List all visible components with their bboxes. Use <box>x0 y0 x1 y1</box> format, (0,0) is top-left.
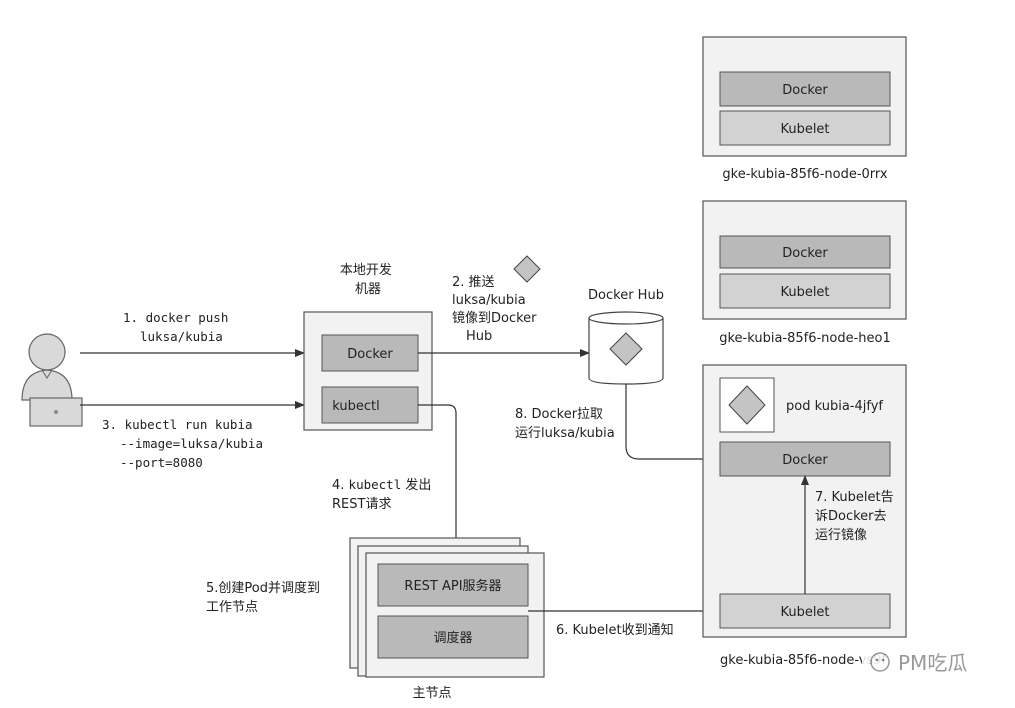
node-vs9f-docker-label: Docker <box>782 453 828 468</box>
node-vs9f-kubelet-box <box>719 593 891 629</box>
node-0rrx-box: Docker Kubelet <box>702 36 907 157</box>
node-vs9f-kubelet-label: Kubelet <box>780 605 829 620</box>
docker-hub-label: Docker Hub <box>588 288 664 303</box>
step7-label: 7. Kubelet告 诉Docker去 运行镜像 <box>815 490 898 543</box>
master-node-title: 主节点 <box>412 686 451 701</box>
dev-docker-label: Docker <box>347 347 393 362</box>
step8-label: 8. Docker拉取 运行luksa/kubia <box>515 407 615 441</box>
arrow-hub-to-docker <box>625 384 719 463</box>
step1-label: 1. docker push luksa/kubia <box>123 310 236 344</box>
rest-api-box <box>377 563 529 607</box>
node-heo1-box: Docker Kubelet <box>702 200 907 320</box>
scheduler-label: 调度器 <box>433 630 472 646</box>
node-heo1-docker-box <box>719 235 891 269</box>
watermark-text: PM吃瓜 <box>898 651 967 675</box>
dev-machine-title: 本地开发 机器 <box>340 262 396 297</box>
node-vs9f-docker-box <box>719 441 891 477</box>
dev-docker-box <box>321 334 419 372</box>
step5-label: 5.创建Pod并调度到 工作节点 <box>206 580 324 615</box>
dev-kubectl-label: kubectl <box>332 399 379 414</box>
node-heo1-docker-label: Docker <box>782 246 828 261</box>
node-heo1-name: gke-kubia-85f6-node-heo1 <box>719 331 891 346</box>
image-diamond-icon <box>513 255 541 283</box>
node-0rrx-name: gke-kubia-85f6-node-0rrx <box>722 167 887 182</box>
step6-label: 6. Kubelet收到通知 <box>556 622 674 638</box>
node-0rrx-kubelet-box <box>719 110 891 146</box>
docker-hub-cylinder-icon <box>588 311 664 385</box>
node-heo1-kubelet-box <box>719 273 891 309</box>
node-0rrx-docker-box <box>719 71 891 107</box>
dev-machine-box: Docker kubectl <box>303 311 433 431</box>
pod-name-label: pod kubia-4jfyf <box>786 399 883 414</box>
step3-label: 3. kubectl run kubia --image=luksa/kubia… <box>102 417 271 470</box>
node-vs9f-name: gke-kubia-85f6-node-vs9f <box>720 653 886 668</box>
watermark: PM吃瓜 <box>862 646 992 678</box>
developer-icon <box>21 333 83 427</box>
dev-kubectl-box <box>321 386 419 424</box>
step2-label: 2. 推送 luksa/kubia 镜像到Docker Hub <box>452 275 541 344</box>
rest-api-label: REST API服务器 <box>404 578 501 594</box>
arrow-kubectl-to-api <box>418 404 460 563</box>
node-0rrx-kubelet-label: Kubelet <box>780 122 829 137</box>
scheduler-box <box>377 615 529 659</box>
step4-label: 4. kubectl 发出 REST请求 <box>332 474 436 512</box>
master-node-box: REST API服务器 调度器 <box>349 537 545 678</box>
pod-image-diamond-icon <box>728 385 766 425</box>
node-0rrx-docker-label: Docker <box>782 83 828 98</box>
node-heo1-kubelet-label: Kubelet <box>780 285 829 300</box>
